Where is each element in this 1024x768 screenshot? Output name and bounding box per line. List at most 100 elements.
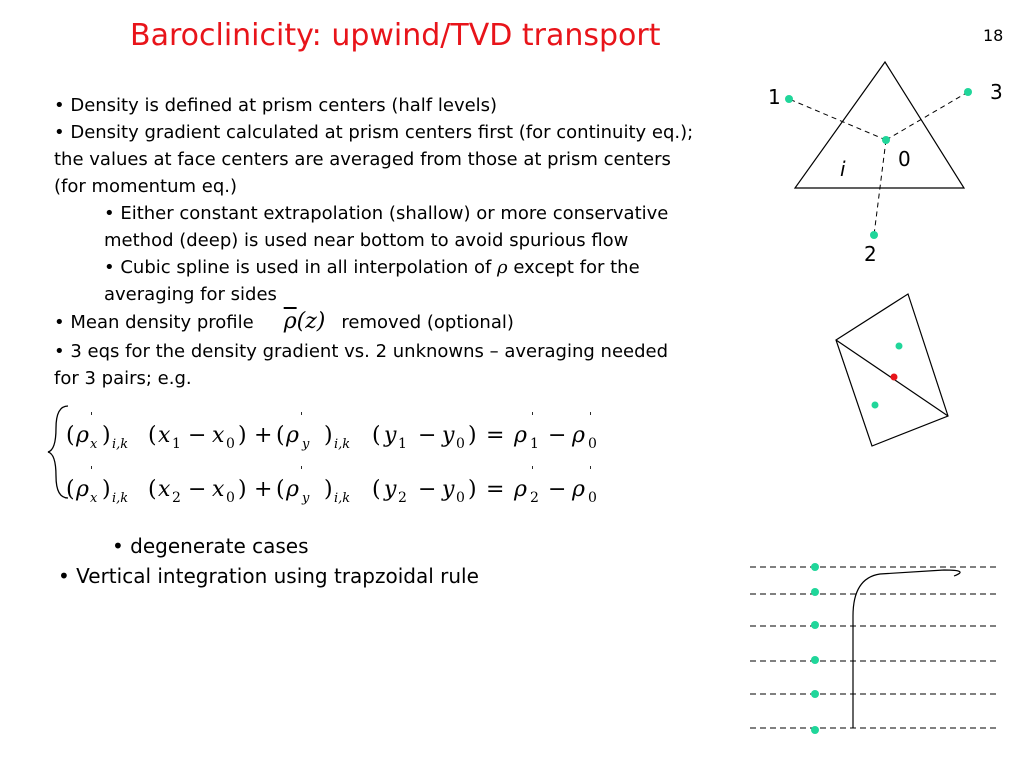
svg-text:': ' (531, 410, 534, 423)
bullet-density-definition: • Density is defined at prism centers (h… (54, 95, 498, 116)
upper-triangle-center-dot (895, 342, 903, 350)
label-point-0: 0 (898, 147, 911, 171)
slide-title: Baroclinicity: upwind/TVD transport (130, 18, 661, 53)
svg-text:i,k: i,k (112, 491, 128, 506)
label-point-2: 2 (864, 242, 877, 266)
svg-text:': ' (589, 464, 592, 477)
svg-text:)+(ρ): )+(ρ) (238, 477, 333, 502)
vertical-profile-figure (750, 563, 1000, 734)
density-profile-curve (852, 569, 961, 728)
label-element-i: i (840, 157, 846, 181)
level-dot (811, 563, 819, 571)
svg-text:0: 0 (588, 490, 597, 506)
svg-text:)=: )= (468, 423, 504, 448)
svg-text:(y: (y (372, 423, 397, 448)
point-1-dot (785, 95, 793, 103)
triangle-outline (793, 60, 966, 189)
svg-text:2: 2 (398, 490, 407, 506)
svg-text:−: − (418, 477, 436, 502)
svg-text:0: 0 (226, 490, 235, 506)
mean-density-text-b: removed (optional) (341, 312, 514, 333)
svg-text:': ' (531, 464, 534, 477)
bullet-density-gradient-cont1: the values at face centers are averaged … (54, 149, 671, 170)
svg-text:x: x (90, 491, 98, 506)
rho-bar-symbol: ρ (283, 309, 297, 334)
subbullet-extrapolation: • Either constant extrapolation (shallow… (104, 203, 669, 224)
mean-density-text-a: • Mean density profile (54, 312, 254, 333)
svg-text:(ρ): (ρ) (66, 477, 111, 502)
svg-text:i,k: i,k (334, 437, 350, 452)
svg-text:(x: (x (148, 423, 171, 448)
bullet-three-eqs: • 3 eqs for the density gradient vs. 2 u… (54, 341, 669, 362)
equation-system: (ρ) ' x i,k (x 1 − x 0 )+(ρ) ' y i,k (y … (47, 405, 597, 506)
svg-text:(ρ): (ρ) (66, 423, 111, 448)
svg-text:−: − (418, 423, 436, 448)
cubic-spline-text-a: • Cubic spline is used in all interpolat… (104, 257, 498, 278)
point-3-dot (964, 88, 972, 96)
svg-text:': ' (90, 464, 93, 477)
svg-text:)=: )= (468, 477, 504, 502)
level-dot (811, 588, 819, 596)
point-0-dot (882, 136, 890, 144)
point-2-dot (870, 231, 878, 239)
level-dashed-lines (750, 566, 1000, 729)
svg-text:−: − (548, 477, 566, 502)
svg-text:−: − (188, 423, 206, 448)
svg-text:x: x (212, 423, 225, 448)
svg-text:−: − (548, 423, 566, 448)
svg-text:0: 0 (456, 436, 465, 452)
side-center-dot (890, 373, 898, 381)
rho-bar-argument: (z) (296, 309, 326, 334)
bullet-mean-density: • Mean density profile ρ(z) removed (optio… (54, 308, 514, 336)
level-dot (811, 690, 819, 698)
level-dot (811, 656, 819, 664)
svg-text:1: 1 (398, 436, 407, 452)
subbullet-cubic-spline-cont: averaging for sides (104, 284, 277, 305)
equation-row-2: (ρ) ' x i,k (x 2 − x 0 )+(ρ) ' y i,k (y … (66, 464, 597, 506)
svg-text:ρ: ρ (571, 423, 585, 448)
bullet-density-gradient: • Density gradient calculated at prism c… (54, 122, 694, 143)
svg-text:0: 0 (456, 490, 465, 506)
svg-text:1: 1 (530, 436, 539, 452)
label-point-1: 1 (768, 85, 781, 109)
svg-text:x: x (212, 477, 225, 502)
stencil-dashed-links (788, 91, 969, 236)
svg-text:2: 2 (172, 490, 181, 506)
svg-text:0: 0 (588, 436, 597, 452)
svg-text:i,k: i,k (334, 491, 350, 506)
svg-text:x: x (90, 437, 98, 452)
svg-text:': ' (300, 410, 303, 423)
equation-row-1: (ρ) ' x i,k (x 1 − x 0 )+(ρ) ' y i,k (y … (66, 410, 597, 452)
svg-text:i,k: i,k (112, 437, 128, 452)
svg-text:y: y (441, 477, 455, 502)
svg-text:y: y (301, 491, 310, 506)
label-point-3: 3 (990, 80, 1003, 104)
equation-brace (47, 405, 69, 499)
svg-text:2: 2 (530, 490, 539, 506)
svg-text:': ' (90, 410, 93, 423)
svg-text:y: y (441, 423, 455, 448)
svg-text:ρ: ρ (571, 477, 585, 502)
slide-number: 18 (983, 26, 1004, 45)
level-dot (811, 621, 819, 629)
svg-text:(x: (x (148, 477, 171, 502)
svg-text:ρ: ρ (513, 477, 527, 502)
subbullet-degenerate-cases: • degenerate cases (112, 534, 309, 558)
subbullet-extrapolation-cont: method (deep) is used near bottom to avo… (104, 230, 629, 251)
level-dot (811, 726, 819, 734)
cubic-spline-text-b: except for the (507, 257, 640, 278)
lower-triangle-center-dot (871, 401, 879, 409)
svg-text:(y: (y (372, 477, 397, 502)
quad-split-figure (835, 293, 949, 447)
svg-text:ρ: ρ (513, 423, 527, 448)
rho-symbol: ρ (497, 257, 508, 278)
triangle-stencil-figure: 1 3 0 i 2 (768, 60, 1003, 266)
svg-text:−: − (188, 477, 206, 502)
svg-text:)+(ρ): )+(ρ) (238, 423, 333, 448)
bullet-three-eqs-cont: for 3 pairs; e.g. (54, 368, 192, 389)
bullet-vertical-integration: • Vertical integration using trapzoidal … (58, 564, 479, 588)
svg-text:': ' (589, 410, 592, 423)
bullet-density-gradient-cont2: (for momentum eq.) (54, 176, 238, 197)
quad-outline (835, 293, 949, 447)
subbullet-cubic-spline: • Cubic spline is used in all interpolat… (104, 254, 640, 281)
